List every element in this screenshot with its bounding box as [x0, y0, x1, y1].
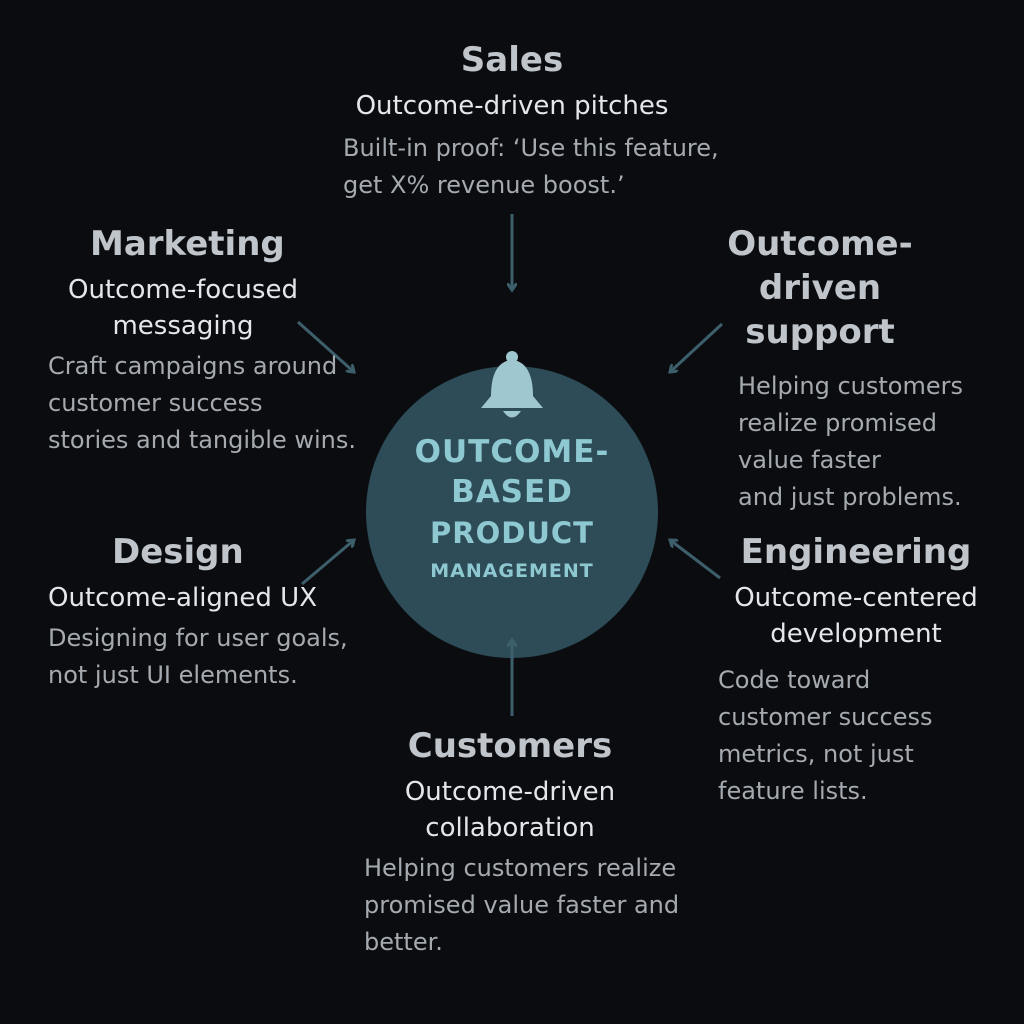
arrow-from-engineering: [670, 540, 721, 580]
center-line-1: OUTCOME-: [414, 434, 610, 470]
engineering-subtitle: Outcome-centered development: [734, 583, 978, 649]
center-label: OUTCOME- BASED PRODUCT MANAGEMENT: [366, 430, 658, 600]
marketing-title: Marketing: [90, 224, 285, 264]
sales-description: Built-in proof: ‘Use this feature, get X…: [343, 134, 719, 199]
design-subtitle: Outcome-aligned UX: [48, 583, 318, 613]
center-circle: [366, 366, 658, 658]
center-line-3: PRODUCT: [430, 516, 594, 550]
sales-subtitle: Outcome-driven pitches: [355, 91, 669, 121]
customers-title: Customers: [407, 726, 613, 766]
arrow-from-marketing: [297, 320, 354, 372]
node-customers: Customers Outcome-driven collaboration H…: [352, 724, 692, 961]
center-line-2: BASED: [451, 474, 573, 510]
sales-title: Sales: [460, 40, 564, 80]
node-support: Outcome- driven support Helping customer…: [700, 222, 1018, 516]
arrow-from-design: [301, 540, 354, 586]
customers-description: Helping customers realize promised value…: [364, 854, 680, 956]
center-line-4: MANAGEMENT: [430, 560, 594, 582]
node-marketing: Marketing Outcome-focused messaging Craf…: [48, 222, 378, 459]
marketing-subtitle: Outcome-focused messaging: [68, 275, 298, 341]
bell-icon: [481, 351, 543, 418]
support-title: Outcome- driven support: [727, 224, 913, 352]
customers-subtitle: Outcome-driven collaboration: [404, 777, 616, 843]
design-title: Design: [112, 532, 244, 572]
arrow-from-support: [670, 322, 724, 372]
design-description: Designing for user goals, not just UI el…: [48, 624, 348, 689]
marketing-description: Craft campaigns around customer success …: [48, 352, 356, 454]
engineering-description: Code toward customer success metrics, no…: [718, 666, 933, 805]
engineering-title: Engineering: [740, 532, 972, 572]
node-sales: Sales Outcome-driven pitches Built-in pr…: [300, 38, 724, 204]
node-engineering: Engineering Outcome-centered development…: [718, 530, 1018, 810]
node-design: Design Outcome-aligned UX Designing for …: [48, 530, 358, 694]
support-description: Helping customers realize promised value…: [738, 372, 963, 511]
